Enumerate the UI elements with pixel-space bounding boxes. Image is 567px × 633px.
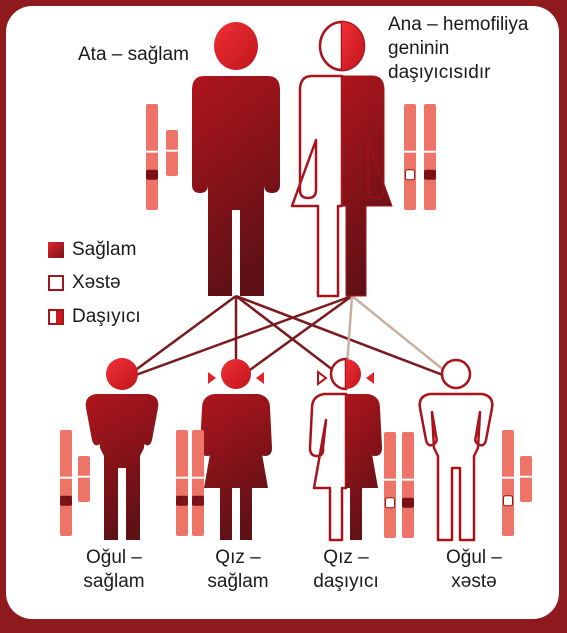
- son1-y-chromosome: [78, 456, 90, 502]
- father-to-daughter2-line: [235, 295, 347, 381]
- mother-x2-chromosome-gene-band: [424, 169, 436, 180]
- legend-carrier-label: Daşıyıcı: [72, 306, 141, 327]
- daughter2-x2-chromosome-gene-band: [402, 497, 414, 508]
- legend-carrier: Daşıyıcı: [48, 306, 141, 328]
- father-y-chromosome: [166, 130, 178, 176]
- child1-caption: Oğul – sağlam: [64, 546, 164, 594]
- mother-x1-chromosome-gene-band: [405, 169, 415, 181]
- child1-caption-line2: sağlam: [83, 571, 145, 592]
- son1-x-chromosome: [60, 430, 72, 536]
- child4-caption-line1: Oğul –: [446, 547, 502, 568]
- legend-sick-label: Xəstə: [72, 272, 121, 293]
- child2-caption-line2: sağlam: [207, 571, 269, 592]
- son2-figure: [418, 358, 494, 542]
- daughter1-x1-chromosome: [176, 430, 188, 536]
- father-label: Ata – sağlam: [78, 44, 189, 65]
- daughter1-x2-chromosome: [192, 430, 204, 536]
- mother-to-son2-line: [351, 295, 457, 381]
- son1-figure: [85, 358, 159, 540]
- inheritance-lines: [121, 294, 457, 382]
- mother-label-line1: Ana – hemofiliya: [388, 14, 529, 35]
- son2-y-chromosome: [520, 456, 532, 502]
- mother-label-line3: daşıyıcısıdır: [388, 62, 491, 83]
- daughter1-x2-chromosome-gene-band: [192, 495, 204, 506]
- father-figure: [192, 22, 280, 296]
- carrier-swatch-icon: [48, 309, 64, 325]
- mother-to-son1-line: [121, 294, 353, 382]
- mother-x1-chromosome: [404, 104, 416, 210]
- child4-caption: Oğul – xəstə: [424, 546, 524, 594]
- daughter1-figure: [200, 359, 272, 540]
- son1-x-chromosome-gene-band: [60, 495, 72, 506]
- legend-healthy-label: Sağlam: [72, 239, 137, 260]
- father-to-son2-line: [235, 294, 457, 382]
- mother-to-daughter1-line: [235, 294, 353, 382]
- daughter2-x1-chromosome: [384, 432, 396, 538]
- father-x-chromosome: [146, 104, 158, 210]
- child3-caption-line2: daşıyıcı: [313, 571, 379, 592]
- sick-swatch-icon: [48, 275, 64, 291]
- healthy-swatch-icon: [48, 242, 64, 258]
- child4-caption-line2: xəstə: [451, 571, 497, 592]
- mother-figure: [290, 20, 393, 298]
- daughter2-figure: [308, 357, 382, 542]
- son2-x-chromosome-gene-band: [503, 495, 513, 507]
- child1-caption-line1: Oğul –: [86, 547, 142, 568]
- father-x-chromosome-gene-band: [146, 169, 158, 180]
- chromosomes: [60, 104, 532, 538]
- daughter2-x2-chromosome: [402, 432, 414, 538]
- child2-caption: Qız – sağlam: [188, 546, 288, 594]
- daughter1-x1-chromosome-gene-band: [176, 495, 188, 506]
- child3-caption: Qız – daşıyıcı: [296, 546, 396, 594]
- child3-caption-line1: Qız –: [323, 547, 369, 568]
- child2-caption-line1: Qız –: [215, 547, 261, 568]
- daughter2-x1-chromosome-gene-band: [385, 497, 395, 509]
- legend-sick: Xəstə: [48, 272, 121, 294]
- mother-label-line2: geninin: [388, 38, 450, 59]
- mother-x2-chromosome: [424, 104, 436, 210]
- father-to-son1-line: [121, 294, 237, 382]
- legend-healthy: Sağlam: [48, 239, 136, 261]
- son2-x-chromosome: [502, 430, 514, 536]
